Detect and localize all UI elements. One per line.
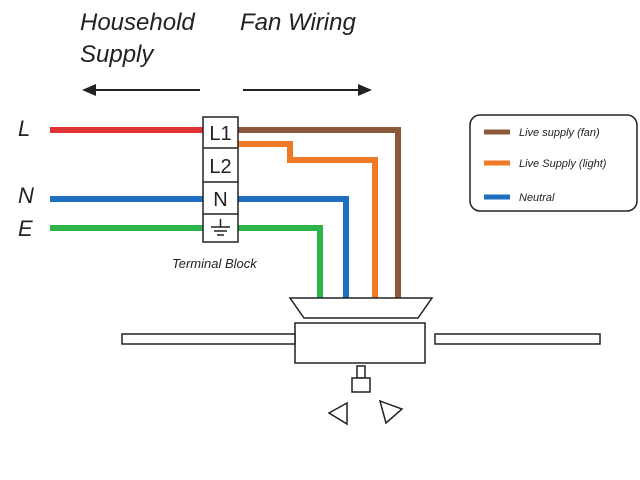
header-fan-wiring: Fan Wiring <box>240 9 356 36</box>
fan-blade-left <box>121 333 296 345</box>
label-earth: E <box>18 216 33 241</box>
fan-blade-right <box>434 333 601 345</box>
fan-light-stem <box>356 365 366 379</box>
terminal-l2: L2 <box>209 156 231 178</box>
terminal-l1: L1 <box>209 123 231 145</box>
ceiling-fan <box>121 297 601 426</box>
right-arrow-icon <box>243 84 372 96</box>
fan-light-left-icon <box>327 401 348 426</box>
legend-label-fan: Live supply (fan) <box>519 127 600 139</box>
fan-light-holder <box>351 377 371 393</box>
legend-label-light: Live Supply (light) <box>519 158 607 170</box>
header-household: Household <box>80 9 195 36</box>
terminal-n: N <box>213 189 227 211</box>
fan-neutral-wire <box>238 196 349 298</box>
fan-live-wire <box>238 127 401 298</box>
label-neutral: N <box>18 183 34 208</box>
terminal-block-caption: Terminal Block <box>172 256 258 271</box>
terminal-block: L1 L2 N <box>202 116 239 243</box>
fan-canopy <box>288 297 434 319</box>
fan-light-right-icon <box>378 399 404 425</box>
legend-label-neutral: Neutral <box>519 192 555 204</box>
legend: Live supply (fan) Live Supply (light) Ne… <box>469 114 638 212</box>
fan-earth-wire <box>238 225 323 298</box>
header-supply: Supply <box>80 41 155 68</box>
earth-ground-icon <box>211 219 230 236</box>
left-arrow-icon <box>82 84 200 96</box>
label-live: L <box>18 116 30 141</box>
fan-motor-housing <box>294 322 426 364</box>
light-live-wire <box>238 141 378 298</box>
